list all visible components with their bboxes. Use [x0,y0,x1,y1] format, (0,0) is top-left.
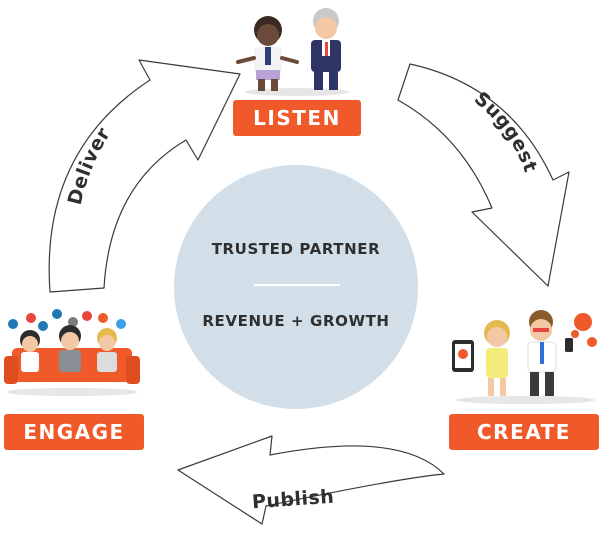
suggest-arrow [397,63,570,287]
listen-badge: LISTEN [233,100,361,136]
center-line-1: TRUSTED PARTNER [212,240,381,258]
listen-illustration [236,8,349,96]
center-line-2: REVENUE + GROWTH [202,312,389,330]
engage-illustration [4,309,140,396]
create-illustration [452,310,597,404]
engage-badge: ENGAGE [4,414,144,450]
center-circle [174,165,418,409]
deliver-arrow [48,59,241,293]
publish-label: Publish [251,486,335,514]
create-badge: CREATE [449,414,599,450]
publish-arrow [177,435,445,525]
